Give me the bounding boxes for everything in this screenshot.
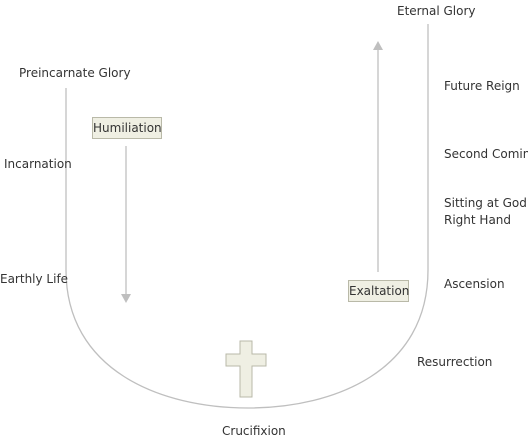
humiliation-label: Humiliation — [93, 121, 162, 135]
label-incarnation: Incarnation — [4, 157, 72, 171]
label-sitting-line1: Sitting at God’s — [444, 196, 528, 210]
label-second-coming: Second Coming — [444, 147, 528, 161]
cross-icon — [225, 340, 267, 398]
label-ascension: Ascension — [444, 277, 505, 291]
humiliation-box: Humiliation — [92, 117, 162, 139]
label-resurrection: Resurrection — [417, 355, 493, 369]
label-crucifixion: Crucifixion — [222, 424, 286, 438]
exaltation-arrowhead — [373, 41, 383, 50]
label-preincarnate-glory: Preincarnate Glory — [19, 66, 131, 80]
label-future-reign: Future Reign — [444, 79, 520, 93]
u-curve — [65, 24, 429, 409]
exaltation-box: Exaltation — [348, 280, 409, 302]
label-sitting-line2: Right Hand — [444, 213, 512, 227]
exaltation-label: Exaltation — [349, 284, 410, 298]
humiliation-arrowhead — [121, 294, 131, 303]
label-earthly-life: Earthly Life — [0, 272, 69, 286]
label-eternal-glory: Eternal Glory — [397, 4, 476, 18]
